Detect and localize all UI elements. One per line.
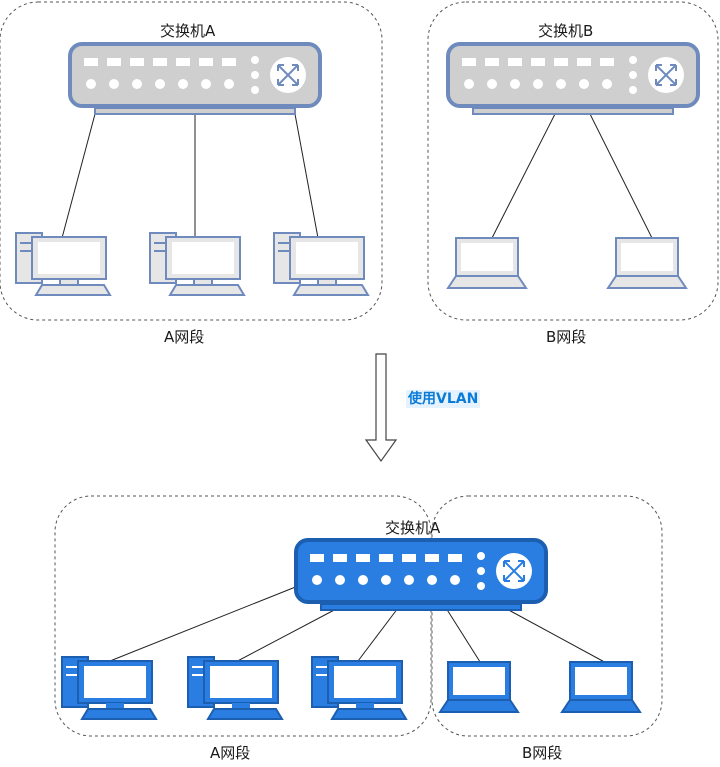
vlan-label: 使用VLAN [406,390,481,408]
links-switch-b [491,113,653,239]
segment-a-region-top [0,1,383,321]
switch-b-label: 交换机B [538,22,594,40]
laptop-top-2 [607,237,687,289]
switch-a-top [68,42,322,116]
laptop-bottom-2 [561,661,641,713]
pc-bottom-2 [187,656,283,720]
pc-top-3 [273,232,369,296]
segment-a-label-bottom: A网段 [210,744,251,762]
down-arrow-icon [364,353,398,463]
pc-bottom-3 [311,656,407,720]
links-switch-a [61,113,319,239]
segment-a-label-top: A网段 [164,328,205,346]
segment-b-label-bottom: B网段 [522,744,563,762]
segment-a-region-bottom [54,495,432,737]
segment-b-region-bottom [431,495,663,737]
pc-top-1 [15,232,111,296]
pc-bottom-1 [61,656,157,720]
segment-b-label-top: B网段 [546,328,587,346]
switch-a-label: 交换机A [160,22,216,40]
switch-a-bottom [294,538,548,612]
laptop-bottom-1 [439,661,519,713]
laptop-top-1 [447,237,527,289]
links-switch-bottom [99,577,611,666]
switch-b-top [446,42,700,116]
switch-a-label-bottom: 交换机A [385,519,441,537]
pc-top-2 [149,232,245,296]
